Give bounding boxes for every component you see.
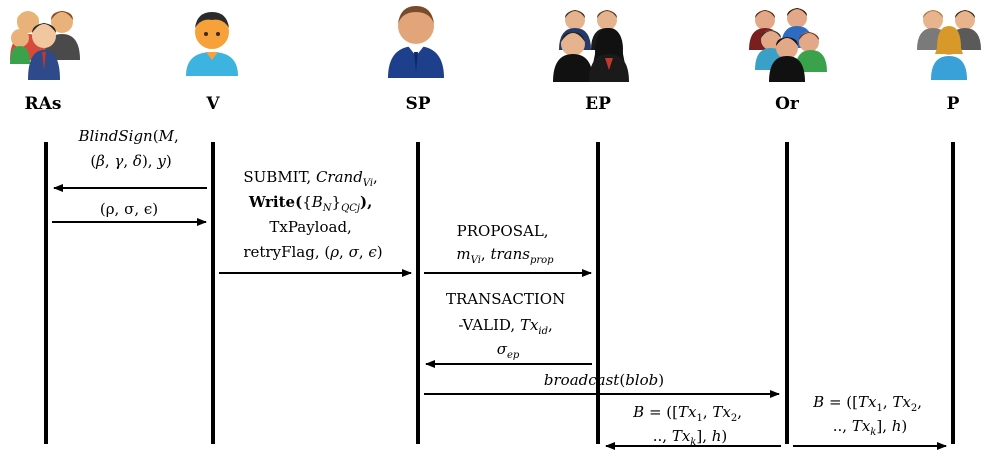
participant-label-p: P: [947, 94, 960, 114]
group-of-four-business-users-icon: [553, 10, 629, 82]
single-user-icon: [186, 12, 238, 76]
message-block-ep: B = ([Tx1, Tx2, .., Txk], h): [632, 403, 747, 448]
group-of-five-users-icon: [749, 8, 827, 82]
message-proposal: PROPOSAL, mVi, transprop: [456, 222, 554, 266]
group-of-three-users-icon: [917, 10, 981, 80]
participant-label-v: V: [205, 94, 220, 114]
group-of-four-users-icon: [10, 11, 80, 80]
message-submit: SUBMIT, CrandVi, Write({BN}QCj), TxPaylo…: [243, 168, 382, 261]
message-rho-sigma-eps: (ρ, σ, ϵ): [100, 200, 158, 218]
participant-label-ras: RAs: [25, 94, 62, 114]
message-block-p: B = ([Tx1, Tx2, .., Txk], h): [812, 393, 927, 438]
businessman-icon: [388, 6, 444, 78]
message-broadcast: broadcast(blob): [544, 371, 664, 389]
message-blindsign: BlindSign(M, (β, γ, δ), y): [78, 127, 184, 170]
participant-label-or: Or: [775, 94, 800, 114]
participant-label-ep: EP: [585, 94, 611, 114]
message-transaction-valid: TRANSACTION -VALID, Txid, σep: [446, 290, 570, 361]
participant-label-sp: SP: [405, 94, 430, 114]
